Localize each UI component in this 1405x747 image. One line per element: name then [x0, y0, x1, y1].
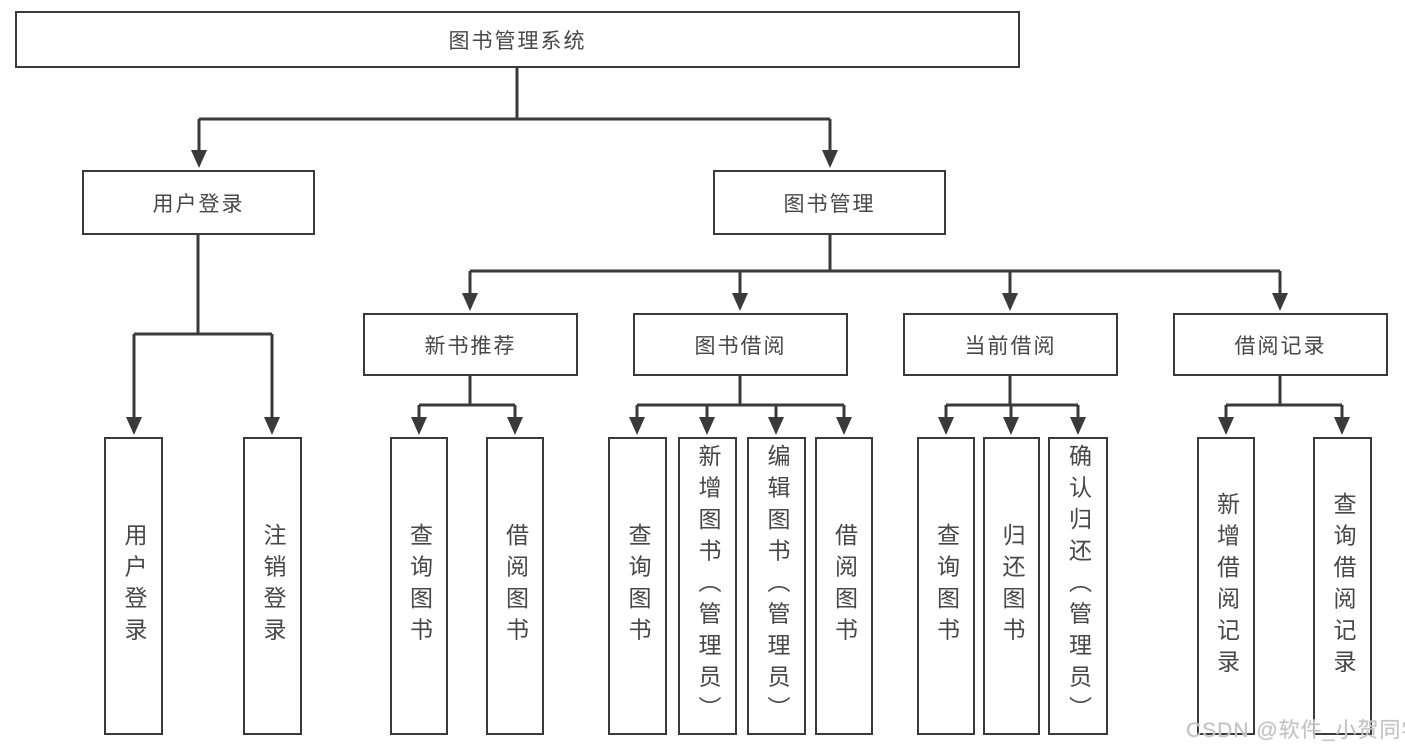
- node-label: 注销登录: [260, 523, 286, 649]
- node-label: 归还图书: [999, 523, 1025, 649]
- node-label: 借阅图书: [831, 523, 858, 649]
- node-label: 编辑图书（管理员）: [764, 444, 790, 728]
- node-label: 查询借阅记录: [1330, 491, 1356, 681]
- node-label: 图书管理: [783, 192, 876, 216]
- node-book-management: 图书管理: [713, 170, 946, 235]
- node-new-book-recommend: 新书推荐: [363, 313, 578, 376]
- edge-borrow-records-leaves: [1224, 376, 1344, 419]
- node-leaf-logout: 注销登录: [243, 437, 302, 735]
- node-leaf-cb-confirm-return-admin: 确认归还（管理员）: [1048, 437, 1108, 735]
- edge-book-borrow-leaves: [635, 376, 846, 419]
- node-label: 确认归还（管理员）: [1065, 444, 1092, 728]
- node-leaf-bb-edit-book-admin: 编辑图书（管理员）: [747, 437, 806, 735]
- node-label: 新增借阅记录: [1213, 491, 1240, 681]
- node-label: 图书借阅: [694, 334, 787, 358]
- node-label: 借阅记录: [1234, 334, 1327, 358]
- node-label: 图书管理系统: [448, 29, 587, 53]
- node-leaf-nb-query-books: 查询图书: [390, 437, 448, 735]
- node-leaf-br-add-record: 新增借阅记录: [1197, 437, 1255, 735]
- node-label: 借阅图书: [502, 523, 529, 649]
- node-label: 查询图书: [625, 523, 651, 649]
- edge-new-book-recommend-leaves: [417, 376, 517, 419]
- edge-root-level2: [197, 68, 832, 152]
- node-current-borrow: 当前借阅: [903, 313, 1118, 376]
- node-leaf-br-query-record: 查询借阅记录: [1313, 437, 1372, 735]
- edge-book-management-level3: [468, 235, 1282, 295]
- node-user-login: 用户登录: [82, 170, 315, 235]
- node-label: 查询图书: [406, 523, 433, 649]
- node-leaf-cb-query-books: 查询图书: [917, 437, 975, 735]
- node-label: 新增图书（管理员）: [695, 444, 721, 728]
- node-root: 图书管理系统: [15, 11, 1020, 68]
- node-borrow-records: 借阅记录: [1173, 313, 1388, 376]
- node-label: 用户登录: [152, 192, 245, 216]
- node-label: 新书推荐: [424, 334, 517, 358]
- edge-current-borrow-leaves: [944, 376, 1080, 419]
- node-book-borrow: 图书借阅: [633, 313, 848, 376]
- node-label: 用户登录: [121, 523, 147, 649]
- watermark: CSDN @软件_小贺同学: [1186, 719, 1405, 742]
- node-leaf-bb-query-books: 查询图书: [608, 437, 667, 735]
- node-label: 查询图书: [933, 523, 960, 649]
- edge-user-login-leaves: [132, 235, 274, 419]
- node-leaf-bb-add-book-admin: 新增图书（管理员）: [678, 437, 737, 735]
- node-leaf-user-login: 用户登录: [104, 437, 163, 735]
- node-leaf-nb-borrow-books: 借阅图书: [486, 437, 544, 735]
- node-label: 当前借阅: [964, 334, 1057, 358]
- node-leaf-cb-return-books: 归还图书: [983, 437, 1040, 735]
- node-leaf-bb-borrow-books: 借阅图书: [815, 437, 873, 735]
